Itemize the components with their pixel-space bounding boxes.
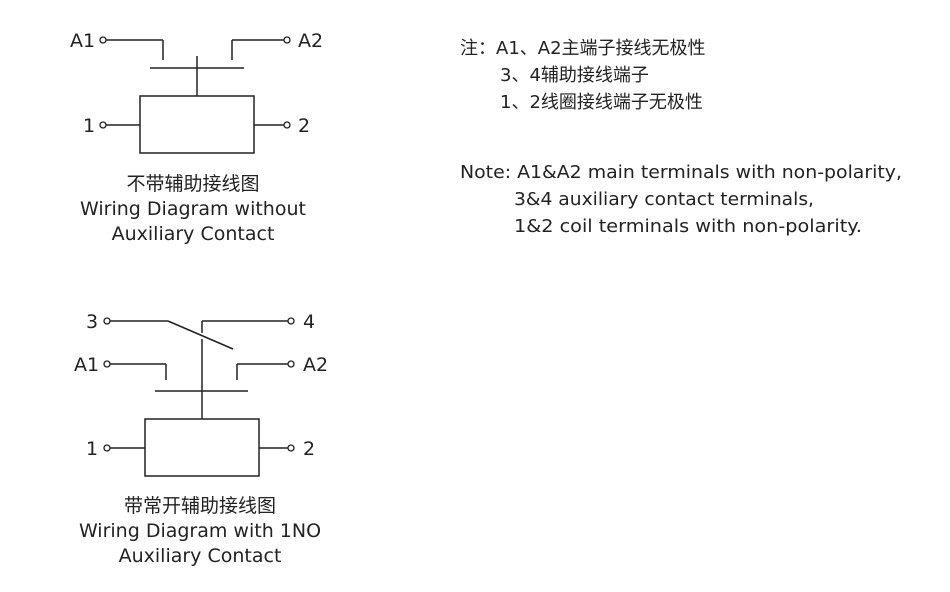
notes-english: Note: A1&A2 main terminals with non-pola… (460, 162, 902, 237)
label-a2: A2 (303, 354, 328, 376)
note-cn-line2: 3、4辅助接线端子 (500, 65, 649, 86)
caption-en-line1: Wiring Diagram with 1NO (79, 520, 321, 542)
caption-cn: 带常开辅助接线图 (124, 495, 276, 517)
note-en-line3: 1&2 coil terminals with non-polarity. (514, 216, 862, 237)
terminal-a1 (99, 36, 107, 44)
label-2: 2 (298, 115, 310, 137)
terminal-a1 (103, 360, 111, 368)
label-a2: A2 (298, 30, 323, 52)
coil-box (144, 418, 260, 477)
note-cn-line3: 1、2线圈接线端子无极性 (500, 92, 703, 113)
terminal-1 (103, 444, 111, 452)
note-en-line1: Note: A1&A2 main terminals with non-pola… (460, 162, 902, 183)
diagram-with-1no-auxiliary: 3 4 A1 A2 1 2 带常开辅助接线图 Wiring Diagram wi… (74, 311, 328, 567)
caption-cn: 不带辅助接线图 (126, 173, 259, 195)
diagram-without-auxiliary: A1 A2 1 2 不带辅助接线图 Wiring Diagram without… (70, 30, 323, 245)
notes-chinese: 注：A1、A2主端子接线无极性 3、4辅助接线端子 1、2线圈接线端子无极性 (460, 38, 706, 113)
caption-en-line2: Auxiliary Contact (119, 545, 282, 567)
terminal-3 (103, 317, 111, 325)
note-en-line2: 3&4 auxiliary contact terminals, (514, 189, 814, 210)
note-cn-line1: 注：A1、A2主端子接线无极性 (460, 38, 706, 59)
coil-box (139, 95, 255, 154)
terminal-4 (287, 317, 295, 325)
label-4: 4 (303, 311, 315, 333)
terminal-2 (287, 444, 295, 452)
label-3: 3 (86, 311, 98, 333)
label-1: 1 (83, 115, 95, 137)
caption-en-line2: Auxiliary Contact (112, 223, 275, 245)
aux-contact-blade (167, 320, 234, 350)
terminal-2 (283, 121, 291, 129)
caption-en-line1: Wiring Diagram without (80, 198, 306, 220)
label-1: 1 (86, 438, 98, 460)
label-a1: A1 (70, 30, 95, 52)
label-2: 2 (303, 438, 315, 460)
terminal-a2 (287, 360, 295, 368)
label-a1: A1 (74, 354, 99, 376)
terminal-1 (99, 121, 107, 129)
terminal-a2 (283, 36, 291, 44)
